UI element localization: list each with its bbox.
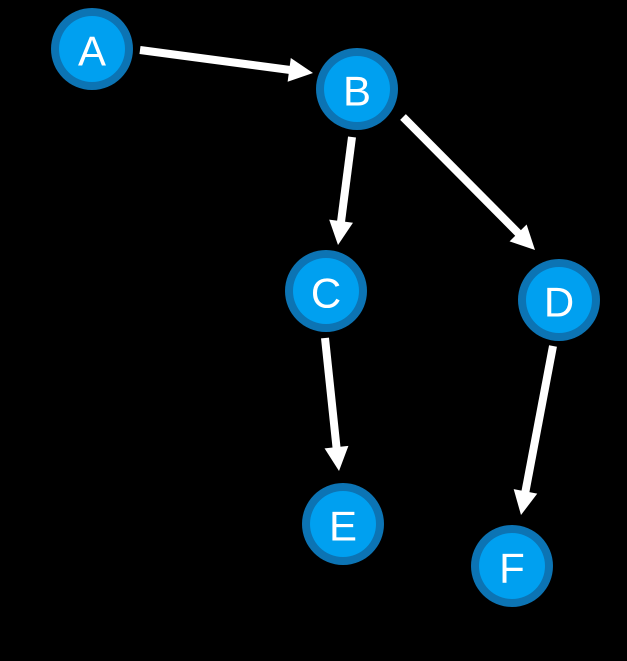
arrowhead-icon	[329, 219, 353, 245]
node-E[interactable]: E	[302, 483, 384, 565]
node-body	[324, 56, 390, 122]
node-C-label: C	[311, 270, 341, 317]
edge-D-F[interactable]	[513, 345, 557, 515]
node-body	[479, 533, 545, 599]
edge-line	[321, 337, 341, 450]
edge-B-D[interactable]	[400, 114, 535, 250]
node-A[interactable]: A	[51, 8, 133, 90]
edge-C-E[interactable]	[321, 337, 349, 471]
arrowhead-icon	[513, 489, 538, 515]
edge-B-C[interactable]	[329, 136, 356, 245]
node-D[interactable]: D	[518, 259, 600, 341]
node-F-label: F	[499, 545, 525, 592]
node-body	[59, 16, 125, 82]
edge-line	[521, 345, 557, 495]
arrowhead-icon	[287, 57, 313, 82]
edge-line	[139, 46, 292, 75]
node-B-label: B	[343, 68, 371, 115]
arrowhead-icon	[324, 445, 349, 471]
node-body	[526, 267, 592, 333]
node-D-label: D	[544, 279, 574, 326]
arrowhead-icon	[509, 224, 535, 250]
node-A-label: A	[78, 28, 106, 75]
node-body	[310, 491, 376, 557]
edge-line	[336, 136, 356, 224]
node-C[interactable]: C	[285, 250, 367, 332]
edge-A-B[interactable]	[139, 46, 313, 82]
edge-line	[400, 114, 523, 238]
node-body	[293, 258, 359, 324]
node-B[interactable]: B	[316, 48, 398, 130]
node-E-label: E	[329, 503, 357, 550]
node-F[interactable]: F	[471, 525, 553, 607]
